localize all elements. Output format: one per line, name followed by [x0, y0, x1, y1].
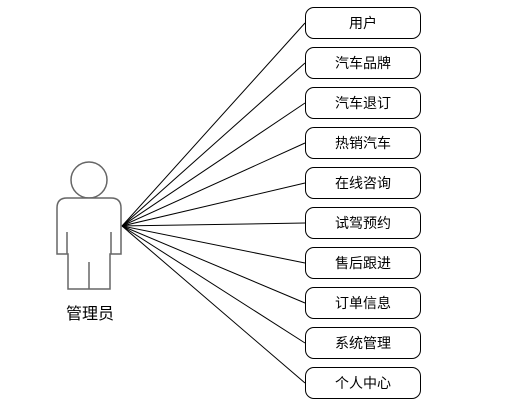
use-case-box: 订单信息 [305, 287, 421, 319]
connector-line [121, 182, 306, 227]
connector-line [121, 222, 306, 227]
use-case-box: 系统管理 [305, 327, 421, 359]
use-case-box: 热销汽车 [305, 127, 421, 159]
connector-line [121, 225, 306, 264]
actor-body [56, 197, 122, 290]
actor-head [70, 161, 108, 199]
connector-line [121, 142, 306, 227]
connector-line [121, 62, 306, 227]
use-case-box: 用户 [305, 7, 421, 39]
use-case-box: 试驾预约 [305, 207, 421, 239]
connector-lines [121, 22, 306, 384]
connector-line [121, 225, 306, 304]
connector-line [121, 225, 306, 384]
actor-name: 管理员 [65, 304, 114, 323]
connector-line [121, 225, 306, 344]
use-case-box: 汽车品牌 [305, 47, 421, 79]
actor-figure [56, 161, 122, 290]
use-case-box: 售后跟进 [305, 247, 421, 279]
connector-line [121, 102, 306, 227]
use-case-box: 在线咨询 [305, 167, 421, 199]
connector-line [121, 22, 306, 227]
use-case-box: 个人中心 [305, 367, 421, 399]
use-case-box: 汽车退订 [305, 87, 421, 119]
